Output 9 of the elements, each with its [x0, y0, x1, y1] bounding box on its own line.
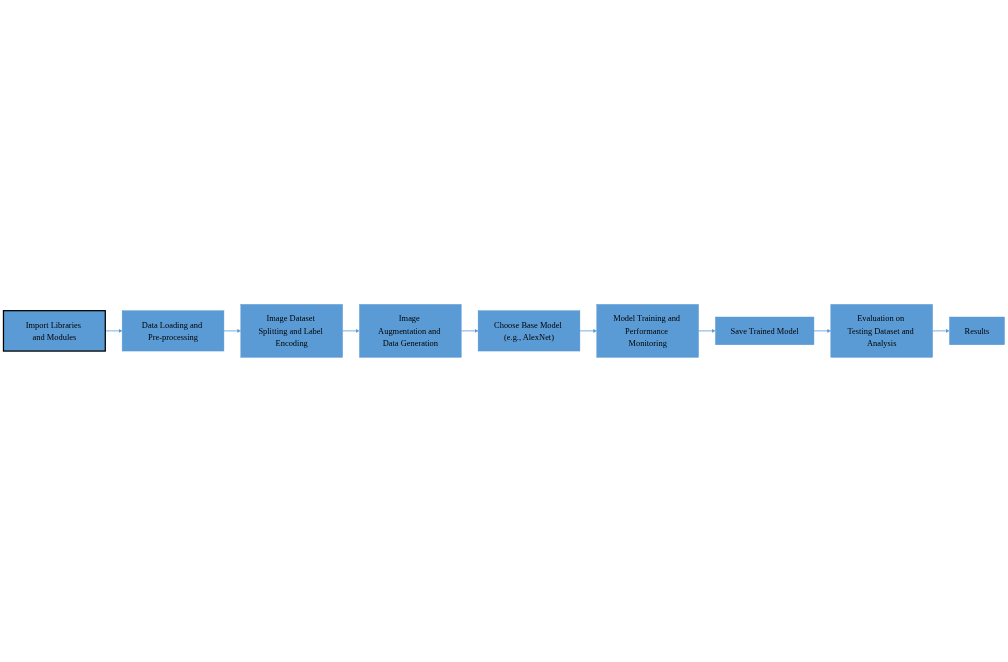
node-box: Choose Base Model (e.g., AlexNet) — [477, 310, 581, 352]
node-box: Image Dataset Splitting and Label Encoding — [240, 304, 343, 358]
node-box: Save Trained Model — [715, 316, 815, 346]
node-box: Model Training and Performance Monitoring — [596, 304, 699, 358]
node-box: Data Loading and Pre-processing — [121, 310, 225, 352]
node-box: Import Libraries and Modules — [2, 310, 106, 352]
node-box: Image Augmentation and Data Generation — [359, 304, 462, 358]
node-box: Results — [949, 316, 1005, 346]
node-box: Evaluation on Testing Dataset and Analysis — [830, 304, 933, 358]
